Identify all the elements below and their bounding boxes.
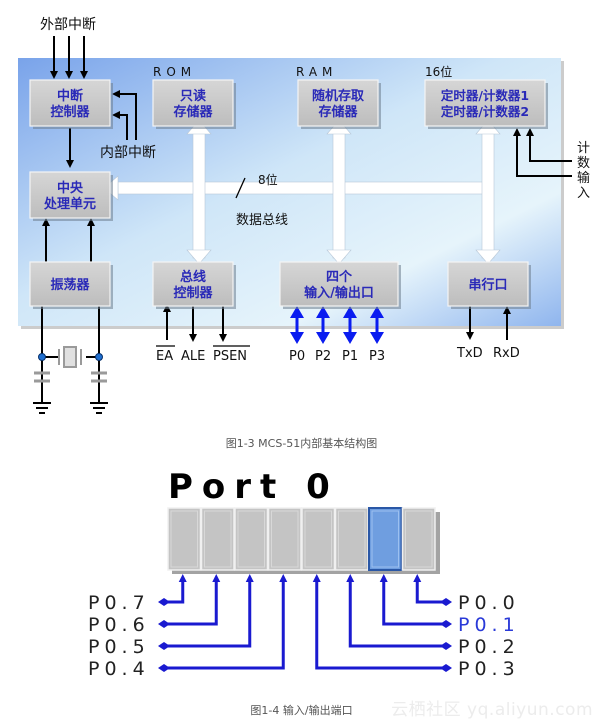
block-serial: 串行口 bbox=[447, 261, 531, 309]
block-label: 总线 bbox=[180, 269, 206, 285]
block-label: 控制器 bbox=[173, 285, 213, 301]
pin-line-p0-7: P0.7 bbox=[88, 574, 187, 614]
figure2-caption: 图1-4 输入/输出端口 bbox=[250, 704, 353, 717]
block-label: 处理单元 bbox=[43, 196, 96, 212]
pin-p3: P3 bbox=[369, 349, 385, 364]
port-bit-7 bbox=[167, 507, 206, 574]
mcs51-structure-diagram: 8位 数据总线 ROM RAM 16位 外部中断 内部中断 bbox=[18, 17, 590, 414]
pin-line-p0-3: P0.3 bbox=[312, 574, 520, 680]
block-label: 四个 bbox=[326, 269, 353, 285]
port0-diagram: Port 0 P0.7P0.6P0.5P0.4 P0.0P0.1P0.2P0.3 bbox=[88, 467, 520, 680]
pin-label: P0.0 bbox=[458, 592, 520, 614]
pin-p1: P1 bbox=[342, 349, 358, 364]
pin-label: P0.1 bbox=[458, 614, 520, 636]
pin-p0: P0 bbox=[289, 349, 305, 364]
ground-icons bbox=[33, 402, 108, 414]
pin-label: P0.5 bbox=[88, 636, 150, 658]
pin-line-p0-2: P0.2 bbox=[346, 574, 520, 658]
pin-psen: PSEN bbox=[213, 349, 247, 364]
crystal-icon bbox=[58, 346, 82, 368]
block-label: 随机存取 bbox=[312, 88, 365, 104]
bus-width-label: 8位 bbox=[258, 172, 278, 187]
capacitor-icons bbox=[34, 371, 107, 383]
pin-label: P0.7 bbox=[88, 592, 150, 614]
block-label: 中央 bbox=[57, 180, 84, 196]
block-oscillator: 振荡器 bbox=[29, 261, 113, 309]
pin-label: P0.2 bbox=[458, 636, 520, 658]
block-label: 存储器 bbox=[173, 104, 213, 120]
bits16-label: 16位 bbox=[425, 64, 452, 79]
port-bit-6 bbox=[200, 507, 239, 574]
block-label: 存储器 bbox=[318, 104, 358, 120]
block-label: 只读 bbox=[180, 88, 206, 104]
pin-ale: ALE bbox=[181, 349, 205, 364]
internal-interrupt-arrows bbox=[112, 90, 137, 140]
external-interrupt-arrows bbox=[50, 36, 88, 79]
crystal-circuit bbox=[33, 306, 108, 414]
block-label: 控制器 bbox=[50, 104, 90, 120]
ram-label: RAM bbox=[296, 65, 337, 79]
port-bit-1 bbox=[368, 507, 407, 574]
data-bus-label: 数据总线 bbox=[236, 213, 288, 228]
count-input-char-4: 入 bbox=[577, 186, 590, 201]
block-label: 定时器/计数器1 bbox=[440, 88, 529, 103]
block-label: 振荡器 bbox=[50, 277, 90, 293]
block-label: 串行口 bbox=[468, 277, 507, 293]
count-input-arrows bbox=[513, 128, 572, 177]
pin-line-p0-4: P0.4 bbox=[88, 574, 288, 680]
count-input-char-2: 数 bbox=[577, 156, 590, 171]
pin-line-p0-6: P0.6 bbox=[88, 574, 221, 636]
pin-ea: EA bbox=[156, 349, 173, 364]
count-input-char-3: 输 bbox=[577, 170, 590, 186]
pin-line-p0-1: P0.1 bbox=[379, 574, 520, 636]
bus-arrow-bus-controller bbox=[186, 249, 212, 265]
pin-line-p0-5: P0.5 bbox=[88, 574, 254, 658]
bus-arrow-serial bbox=[475, 249, 501, 265]
port-bit-2 bbox=[334, 507, 373, 574]
pin-label: P0.4 bbox=[88, 658, 150, 680]
watermark: 云栖社区 yq.aliyun.com bbox=[391, 700, 593, 720]
block-label: 定时器/计数器2 bbox=[440, 104, 529, 119]
pin-label: P0.6 bbox=[88, 614, 150, 636]
serial-pins bbox=[466, 306, 511, 340]
figure1-caption: 图1-3 MCS-51内部基本结构图 bbox=[225, 437, 378, 450]
bus-width-tick bbox=[235, 177, 246, 199]
oscillator-to-cpu-arrows bbox=[42, 218, 95, 262]
port-bit-5 bbox=[234, 507, 273, 574]
pin-label: P0.3 bbox=[458, 658, 520, 680]
pin-txd: TxD bbox=[456, 346, 483, 361]
pin-rxd: RxD bbox=[493, 346, 520, 361]
data-bus bbox=[103, 119, 501, 265]
pin-p2: P2 bbox=[315, 349, 331, 364]
external-interrupt-label: 外部中断 bbox=[40, 17, 96, 33]
port-bit-0 bbox=[401, 507, 440, 574]
block-label: 中断 bbox=[57, 88, 83, 104]
count-input-char-1: 计 bbox=[577, 141, 590, 156]
bus-controller-pins bbox=[156, 304, 250, 347]
internal-interrupt-label: 内部中断 bbox=[100, 145, 156, 161]
io-port-arrows bbox=[290, 306, 384, 344]
bus-arrow-io bbox=[326, 249, 352, 265]
block-label: 输入/输出口 bbox=[304, 285, 374, 301]
port-bit-4 bbox=[267, 507, 306, 574]
pin-line-p0-0: P0.0 bbox=[413, 574, 520, 614]
rom-label: ROM bbox=[153, 65, 196, 79]
port-bit-3 bbox=[301, 507, 340, 574]
port0-title: Port 0 bbox=[168, 467, 339, 507]
